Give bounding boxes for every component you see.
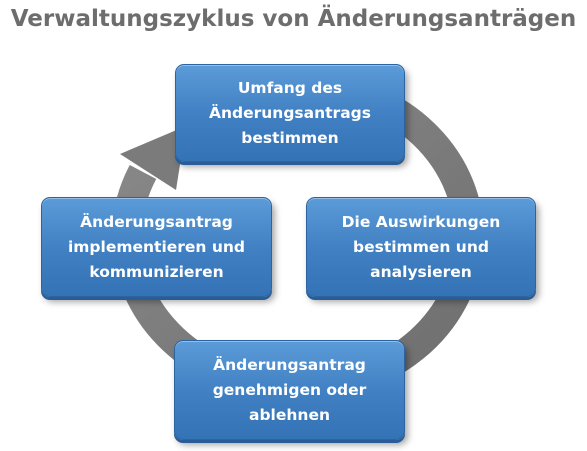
step-analyze-label: Die Auswirkungen bestimmen und analysier… (342, 210, 501, 285)
step-label-line: genehmigen oder (212, 380, 367, 399)
step-scope-label: Umfang des Änderungsantrags bestimmen (209, 76, 371, 151)
step-analyze-box: Die Auswirkungen bestimmen und analysier… (306, 197, 536, 297)
step-approve-box: Änderungsantrag genehmigen oder ablehnen (174, 340, 405, 440)
diagram-title: Verwaltungszyklus von Änderungsanträgen (10, 6, 577, 32)
step-approve-label: Änderungsantrag genehmigen oder ablehnen (213, 353, 367, 428)
step-implement-box: Änderungsantrag implementieren und kommu… (41, 197, 272, 297)
step-scope-box: Umfang des Änderungsantrags bestimmen (175, 64, 405, 162)
step-label-line: Umfang des (237, 78, 343, 97)
step-label-line: kommunizieren (89, 262, 224, 281)
step-label-line: analysieren (370, 262, 472, 281)
cycle-arrowhead (120, 126, 186, 190)
step-label-line: bestimmen (241, 128, 339, 147)
step-label-line: bestimmen und (353, 237, 489, 256)
step-label-line: Änderungsantrag (80, 212, 233, 231)
step-label-line: implementieren und (67, 237, 246, 256)
step-label-line: ablehnen (249, 405, 330, 424)
step-label-line: Änderungsantrags (208, 103, 371, 122)
step-label-line: Änderungsantrag (213, 355, 366, 374)
step-implement-label: Änderungsantrag implementieren und kommu… (68, 210, 245, 285)
step-label-line: Die Auswirkungen (341, 212, 501, 231)
